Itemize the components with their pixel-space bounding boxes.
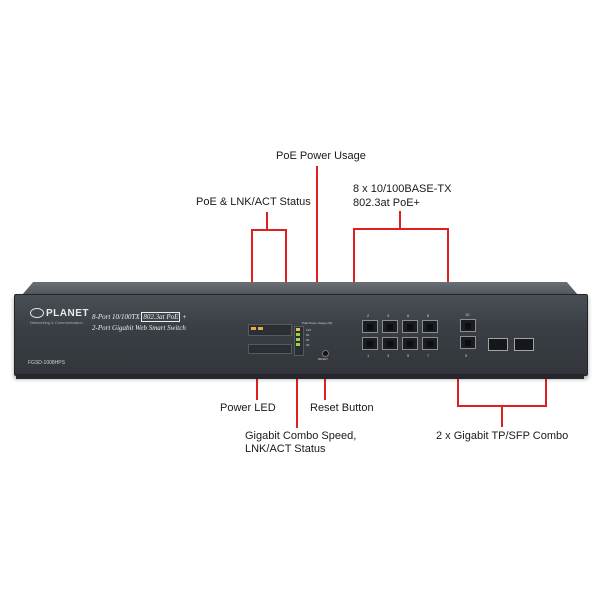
desc-line2: 2-Port Gigabit Web Smart Switch <box>92 324 186 332</box>
rj45-port-1[interactable] <box>362 337 378 350</box>
ports-leader-left <box>353 228 355 312</box>
gig-led-panel <box>248 344 292 354</box>
rj45-port-8[interactable] <box>422 320 438 333</box>
gigabit-leader <box>296 356 298 428</box>
poe-usage-leader <box>316 166 318 316</box>
device-description: 8-Port 10/100TX 802.3at PoE + 2-Port Gig… <box>92 312 187 334</box>
desc-line1-box: 802.3at PoE <box>141 312 181 322</box>
rj45-port-5[interactable] <box>402 337 418 350</box>
ports-leader-bar <box>353 228 449 230</box>
port-num-1: 1 <box>367 353 370 358</box>
reset-button[interactable] <box>322 350 329 357</box>
poe-usage-meter <box>294 326 304 356</box>
gigabit-rj45-port-9[interactable] <box>460 336 476 349</box>
chassis-top <box>22 282 578 295</box>
port-num-5: 5 <box>407 353 410 358</box>
poe-led <box>251 327 256 330</box>
lnk-led <box>258 327 263 330</box>
brand-name: PLANET <box>46 308 89 319</box>
desc-line1-a: 8-Port 10/100TX <box>92 313 140 321</box>
rj45-port-6[interactable] <box>402 320 418 333</box>
gigabit-status-label-line2: LNK/ACT Status <box>245 443 326 455</box>
port-num-7: 7 <box>427 353 430 358</box>
power-led-leader <box>256 362 258 400</box>
rj45-port-7[interactable] <box>422 337 438 350</box>
sfp-slot-10[interactable] <box>514 338 534 351</box>
poe-power-usage-label: PoE Power Usage <box>276 150 366 162</box>
combo-leader-stem <box>501 405 503 427</box>
poe-level-90: 90 <box>306 333 310 337</box>
lnk-act-leader-bar <box>251 229 287 231</box>
lnk-act-leader-right <box>285 229 287 321</box>
rj45-port-4[interactable] <box>382 320 398 333</box>
port-num-3: 3 <box>387 353 390 358</box>
poe-level-120: 120 <box>306 328 312 332</box>
port-num-2: 2 <box>367 313 370 318</box>
poe-level-60: 60 <box>306 338 310 342</box>
brand-logo: PLANET <box>30 308 89 319</box>
combo-label: 2 x Gigabit TP/SFP Combo <box>436 430 569 442</box>
poe-usage-led-1 <box>296 328 300 331</box>
port-num-6: 6 <box>407 313 410 318</box>
lnk-act-leader-left <box>251 229 253 321</box>
planet-logo-icon <box>30 308 44 319</box>
ports-leader-stem <box>399 211 401 229</box>
port-num-9: 9 <box>465 353 468 358</box>
rj45-port-2[interactable] <box>362 320 378 333</box>
rj45-port-3[interactable] <box>382 337 398 350</box>
port-num-10: 10 <box>465 312 470 317</box>
reset-button-label: Reset Button <box>310 402 374 414</box>
poe-usage-header: PoE Power Usage (W) <box>302 321 333 325</box>
ports-label-line1: 8 x 10/100BASE-TX <box>353 183 452 195</box>
model-number: FGSD-1008HPS <box>28 360 65 366</box>
sfp-slot-9[interactable] <box>488 338 508 351</box>
port-num-8: 8 <box>427 313 430 318</box>
poe-usage-led-2 <box>296 333 300 336</box>
gigabit-rj45-port-10[interactable] <box>460 319 476 332</box>
ports-label-line2: 802.3at PoE+ <box>353 197 420 209</box>
desc-line1-b: + <box>182 313 187 321</box>
lnk-act-leader-stem <box>266 212 268 230</box>
poe-lnk-led-panel <box>248 324 292 336</box>
chassis-foot <box>16 374 584 379</box>
poe-usage-led-3 <box>296 338 300 341</box>
brand-tagline: Networking & Communication <box>30 320 83 325</box>
port-num-4: 4 <box>387 313 390 318</box>
combo-leader-left <box>457 356 459 406</box>
gigabit-status-label-line1: Gigabit Combo Speed, <box>245 430 357 442</box>
poe-level-30: 30 <box>306 343 310 347</box>
poe-usage-led-4 <box>296 343 300 346</box>
power-led-label: Power LED <box>220 402 276 414</box>
poe-lnk-act-label: PoE & LNK/ACT Status <box>196 196 311 208</box>
reset-label: RESET <box>318 357 329 361</box>
ports-leader-right <box>447 228 449 312</box>
combo-leader-right <box>545 356 547 406</box>
